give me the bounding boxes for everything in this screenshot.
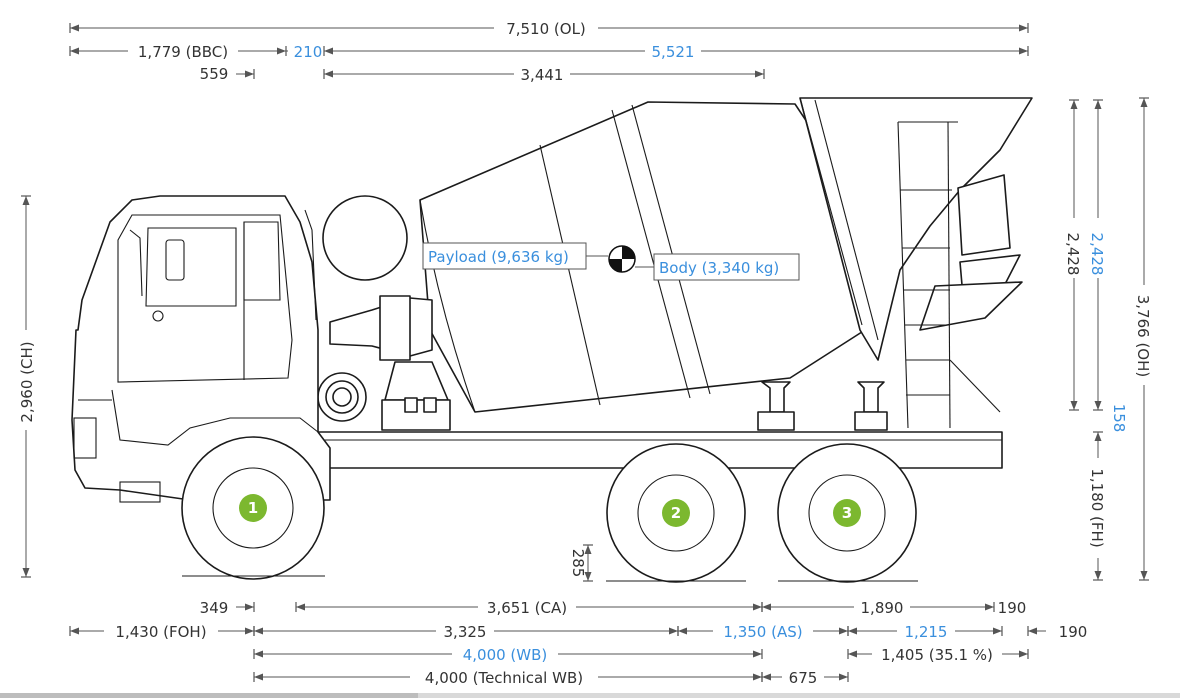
top-dimensions: 7,510 (OL) 1,779 (BBC) 210 5,521 559 3,4… <box>69 18 1029 84</box>
dim-1890-label: 1,890 <box>861 599 904 617</box>
axle-marker-3 <box>833 499 861 527</box>
axle-number-1: 1 <box>248 499 258 517</box>
dim-559-label: 559 <box>200 65 229 83</box>
axle-marker-1 <box>239 494 267 522</box>
dim-349-label: 349 <box>200 599 229 617</box>
front-overhang-label: 1,430 (FOH) <box>115 623 206 641</box>
bbc-label: 1,779 (BBC) <box>138 43 228 61</box>
frame-height-label: 1,180 (FH) <box>1088 468 1106 547</box>
axle-number-2: 2 <box>671 504 681 522</box>
dim-2428-blue-label: 2,428 <box>1088 233 1106 276</box>
wheel-3: 3 <box>777 443 918 583</box>
wheelbase-label: 4,000 (WB) <box>463 646 548 664</box>
bottom-dimensions: 349 3,651 (CA) 1,890 190 1,430 (FOH) 3,3… <box>69 597 1088 687</box>
overall-length-label: 7,510 (OL) <box>506 20 586 38</box>
dim-210-label: 210 <box>294 43 323 61</box>
dim-5521-label: 5,521 <box>652 43 695 61</box>
dim-1405-label: 1,405 (35.1 %) <box>881 646 993 664</box>
dim-3441-label: 3,441 <box>521 66 564 84</box>
technical-wheelbase-label: 4,000 (Technical WB) <box>425 669 583 687</box>
water-tank <box>322 195 408 281</box>
center-of-gravity-icon <box>608 245 636 273</box>
dim-158-label: 158 <box>1110 404 1128 433</box>
cab-to-axle-label: 3,651 (CA) <box>487 599 567 617</box>
body-label: Body (3,340 kg) <box>659 259 779 277</box>
dim-675-label: 675 <box>789 669 818 687</box>
mixer-drum <box>419 97 1033 413</box>
dim-1215-label: 1,215 <box>905 623 948 641</box>
dim-2428-black-label: 2,428 <box>1064 233 1082 276</box>
axle-spread-label: 1,350 (AS) <box>723 623 802 641</box>
overall-height-label: 3,766 (OH) <box>1134 295 1152 378</box>
cab <box>71 195 331 503</box>
wheel-1: 1 <box>181 436 325 580</box>
body-callout: Body (3,340 kg) <box>635 253 800 281</box>
dim-190a-label: 190 <box>998 599 1027 617</box>
scroll-thumb[interactable] <box>0 693 418 698</box>
wheel-2: 2 <box>606 443 746 583</box>
axle-number-3: 3 <box>842 504 852 522</box>
bottom-scroll-strip <box>0 693 1180 698</box>
payload-label: Payload (9,636 kg) <box>428 248 569 266</box>
dim-190b-label: 190 <box>1059 623 1088 641</box>
left-dimensions: 2,960 (CH) 285 <box>16 195 593 582</box>
axle-marker-2 <box>662 499 690 527</box>
truck-drawing: 1 2 3 <box>71 97 1033 583</box>
dim-285-label: 285 <box>569 549 587 578</box>
ladder <box>897 121 1001 429</box>
cab-height-label: 2,960 (CH) <box>18 341 36 422</box>
payload-callout: Payload (9,636 kg) <box>422 242 608 270</box>
right-dimensions: 2,428 2,428 158 1,180 (FH) 3,766 (OH) <box>1064 97 1154 581</box>
dim-3325-label: 3,325 <box>444 623 487 641</box>
